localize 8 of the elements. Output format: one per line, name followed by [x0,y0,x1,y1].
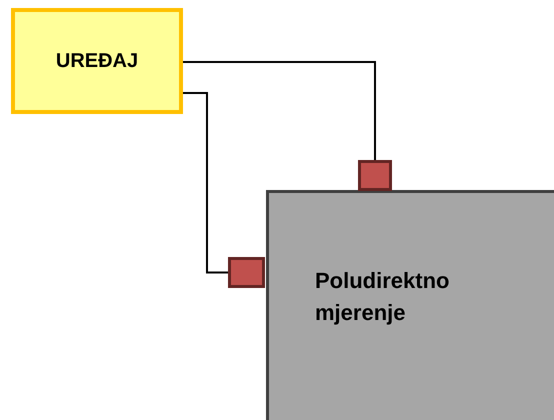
node-label: UREĐAJ [56,48,138,74]
node-label: Poludirektno mjerenje [315,267,450,327]
device-box [11,8,183,114]
connector-terminal [358,160,392,191]
connector-terminal [228,257,265,288]
connector-line [183,92,228,274]
measurement-box [266,190,554,420]
connector-line [183,61,376,160]
